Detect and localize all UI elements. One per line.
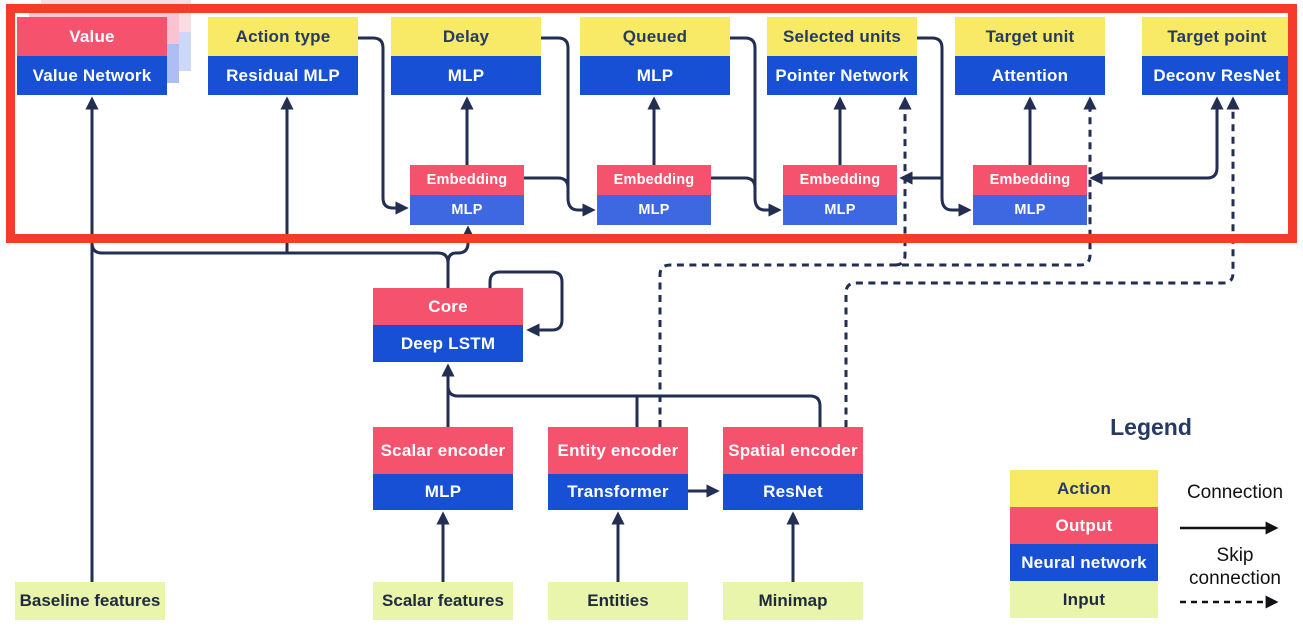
input-minimap: Minimap [723,582,863,620]
legend-stack: Action Output Neural network Input [1010,470,1158,618]
value-network-label: Value Network [17,56,167,95]
delay-mlp-label: MLP [391,56,541,95]
node-spatial-encoder: Spatial encoder ResNet [723,427,863,510]
scalar-encoder-label: Scalar encoder [373,427,513,474]
legend-item-neural-network: Neural network [1010,544,1158,581]
node-value: Value Value Network [17,17,167,95]
scalar-encoder-mlp-label: MLP [373,474,513,510]
legend-item-action: Action [1010,470,1158,507]
node-core: Core Deep LSTM [373,288,523,362]
target-unit-label: Target unit [955,17,1105,56]
input-scalar-features: Scalar features [373,582,513,620]
target-point-label: Target point [1142,17,1292,56]
legend-skip-connection-label: Skip connection [1189,545,1281,589]
entity-encoder-label: Entity encoder [548,427,688,474]
action-type-label: Action type [208,17,358,56]
node-selected-units: Selected units Pointer Network [767,17,917,95]
legend-item-input: Input [1010,581,1158,618]
node-action-type: Action type Residual MLP [208,17,358,95]
node-queued: Queued MLP [580,17,730,95]
queued-label: Queued [580,17,730,56]
value-output-label: Value [17,17,167,56]
residual-mlp-label: Residual MLP [208,56,358,95]
legend-item-output: Output [1010,507,1158,544]
deep-lstm-label: Deep LSTM [373,325,523,362]
embedding-1-mlp-label: MLP [410,195,524,225]
node-target-unit: Target unit Attention [955,17,1105,95]
delay-label: Delay [391,17,541,56]
attention-label: Attention [955,56,1105,95]
node-delay: Delay MLP [391,17,541,95]
transformer-label: Transformer [548,474,688,510]
legend-title: Legend [1110,414,1192,440]
node-entity-encoder: Entity encoder Transformer [548,427,688,510]
node-target-point: Target point Deconv ResNet [1142,17,1292,95]
legend-connection-label: Connection [1186,482,1284,503]
spatial-encoder-label: Spatial encoder [723,427,863,474]
core-label: Core [373,288,523,325]
embedding-1-label: Embedding [410,165,524,195]
node-embedding-1: Embedding MLP [410,165,524,225]
resnet-label: ResNet [723,474,863,510]
node-scalar-encoder: Scalar encoder MLP [373,427,513,510]
deconv-resnet-label: Deconv ResNet [1142,56,1292,95]
selected-units-label: Selected units [767,17,917,56]
input-baseline-features: Baseline features [15,582,165,620]
input-entities: Entities [548,582,688,620]
action-heads-highlight-frame [6,4,1297,243]
queued-mlp-label: MLP [580,56,730,95]
pointer-network-label: Pointer Network [767,56,917,95]
